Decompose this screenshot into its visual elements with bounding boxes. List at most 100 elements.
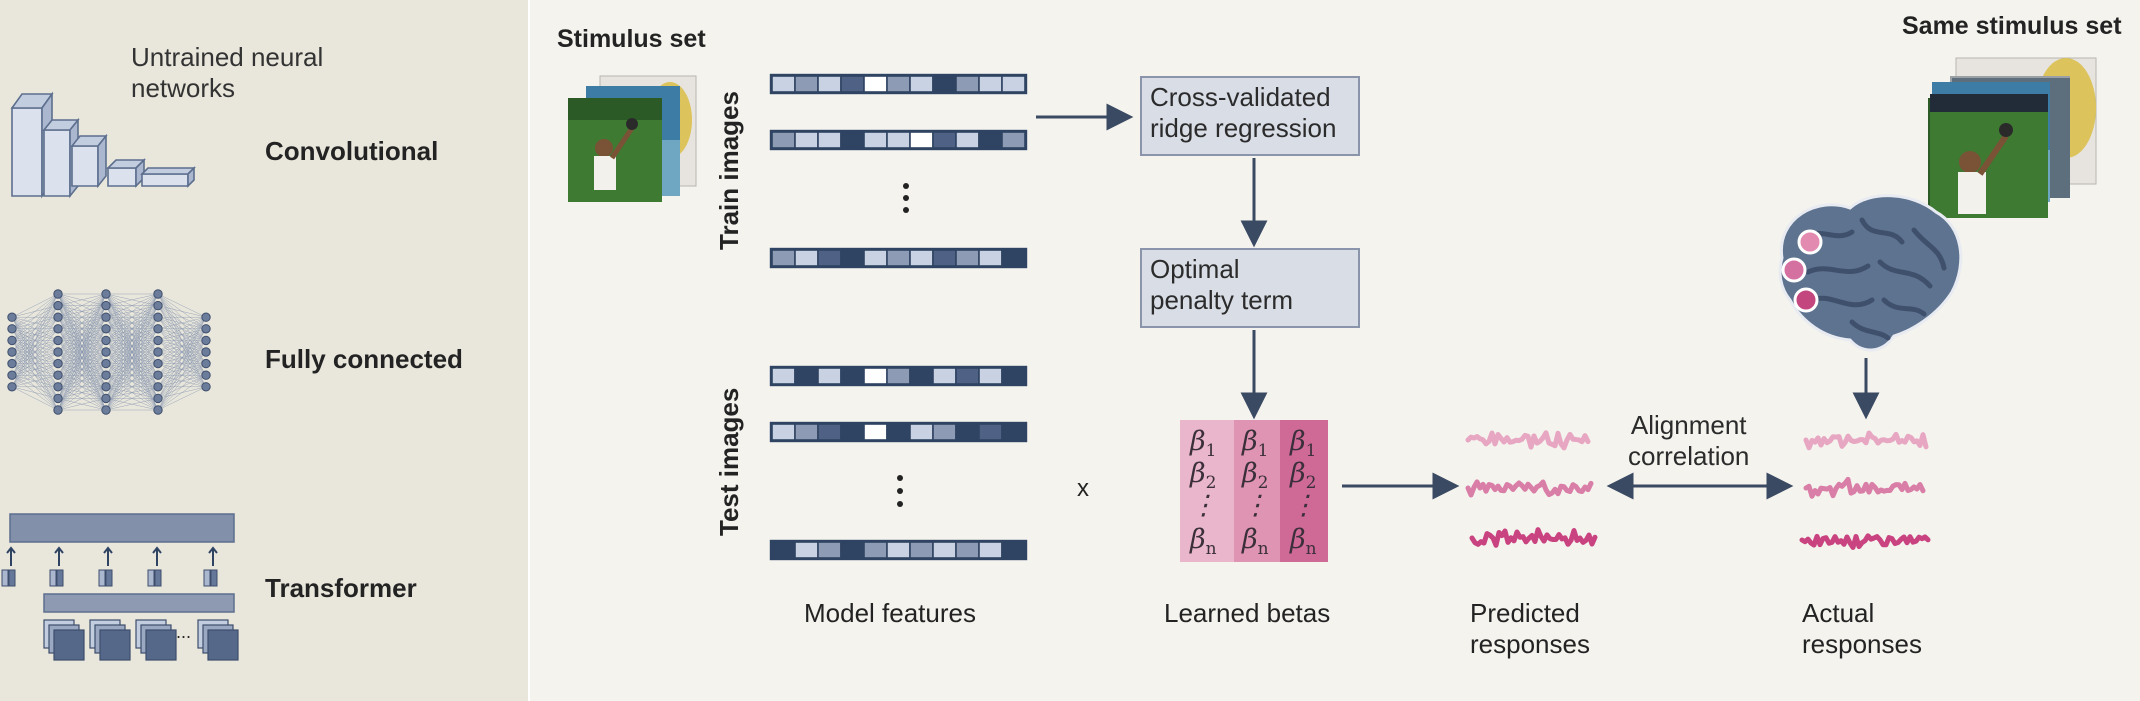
actual-line-1: Actual xyxy=(1802,598,1875,628)
network-node xyxy=(101,300,111,311)
convolutional-label: Convolutional xyxy=(265,136,439,166)
network-node xyxy=(53,312,63,322)
ridge-line-2: ridge regression xyxy=(1150,113,1337,143)
network-node xyxy=(153,382,163,392)
network-node xyxy=(153,370,163,380)
beta-symbol: βn xyxy=(1190,524,1217,559)
transformer-ellipsis: ... xyxy=(176,622,192,642)
penalty-line-1: Optimal xyxy=(1150,254,1240,284)
network-node xyxy=(7,312,17,322)
train-images-label: Train images xyxy=(714,91,744,250)
predicted-line-1: Predicted xyxy=(1470,598,1580,628)
same-stimulus-images xyxy=(1928,57,2097,218)
electrode-icon xyxy=(1781,229,1823,313)
network-node xyxy=(53,335,63,346)
response-trace xyxy=(1799,533,1931,550)
response-trace xyxy=(1469,527,1598,548)
network-node xyxy=(101,382,111,392)
response-trace xyxy=(1803,476,1926,499)
brain-icon xyxy=(1778,194,1963,352)
actual-line-2: responses xyxy=(1802,629,1922,659)
response-traces xyxy=(1465,430,1931,550)
feature-vectors xyxy=(769,73,1028,561)
response-trace xyxy=(1465,430,1591,451)
network-node xyxy=(7,347,17,357)
untrained-networks-heading: Untrained neural networks xyxy=(131,42,323,104)
alignment-correlation-label: Alignment correlation xyxy=(1628,410,1749,472)
transformer-icon xyxy=(1,513,239,661)
network-node xyxy=(7,370,17,380)
network-node xyxy=(201,358,211,369)
beta-symbol: β1 xyxy=(1242,426,1269,461)
learned-betas-caption: Learned betas xyxy=(1164,598,1331,628)
convolutional-icon xyxy=(10,91,196,199)
alignment-line-1: Alignment xyxy=(1630,410,1747,440)
network-node xyxy=(53,358,63,369)
feature-vector xyxy=(769,129,1028,151)
network-node xyxy=(201,347,211,357)
network-node xyxy=(201,370,211,380)
feature-vector xyxy=(769,539,1028,561)
ridge-regression-box: Cross-validated ridge regression xyxy=(1140,76,1360,156)
penalty-line-2: penalty term xyxy=(1150,285,1294,315)
network-node xyxy=(153,405,163,415)
beta-symbol: β2 xyxy=(1190,458,1217,493)
penalty-term-box: Optimal penalty term xyxy=(1140,248,1360,328)
beta-symbol: βn xyxy=(1242,524,1269,559)
network-node xyxy=(201,324,211,334)
beta-symbol: ⋮ xyxy=(1190,490,1217,521)
transformer-label: Transformer xyxy=(265,573,417,603)
predicted-responses-caption: Predicted responses xyxy=(1470,598,1590,660)
beta-symbol: ⋮ xyxy=(1290,490,1317,521)
network-node xyxy=(101,370,111,380)
network-node xyxy=(53,382,63,392)
predicted-line-2: responses xyxy=(1470,629,1590,659)
feature-vector xyxy=(769,421,1028,443)
beta-symbol: β2 xyxy=(1242,458,1269,493)
network-node xyxy=(101,405,111,415)
network-node xyxy=(7,324,17,334)
network-node xyxy=(53,393,63,404)
network-node xyxy=(101,289,111,299)
alignment-line-2: correlation xyxy=(1628,441,1750,471)
network-node xyxy=(101,324,111,334)
network-node xyxy=(101,347,111,357)
beta-symbol: ⋮ xyxy=(1242,490,1269,521)
network-node xyxy=(153,347,163,357)
actual-responses-caption: Actual responses xyxy=(1802,598,1922,660)
network-node xyxy=(53,289,63,299)
stimulus-images xyxy=(568,75,697,202)
fully-connected-icon xyxy=(7,289,211,415)
stimulus-set-label: Stimulus set xyxy=(557,25,706,53)
network-node xyxy=(7,358,17,369)
network-node xyxy=(101,312,111,322)
same-stimulus-set-label: Same stimulus set xyxy=(1902,12,2122,40)
network-node xyxy=(53,370,63,380)
network-node xyxy=(53,300,63,311)
network-node xyxy=(153,312,163,322)
test-images-label: Test images xyxy=(714,387,744,536)
beta-symbol: β1 xyxy=(1290,426,1317,461)
network-node xyxy=(201,312,211,322)
response-trace xyxy=(1465,479,1594,498)
network-node xyxy=(53,347,63,357)
network-node xyxy=(7,382,17,392)
fully-connected-label: Fully connected xyxy=(265,344,463,374)
network-node xyxy=(153,335,163,346)
panel-divider xyxy=(528,0,530,701)
network-node xyxy=(53,405,63,415)
betas-block xyxy=(1180,420,1328,562)
network-node xyxy=(101,358,111,369)
network-node xyxy=(153,393,163,404)
multiply-sign: x xyxy=(1077,475,1089,502)
network-node xyxy=(7,335,17,346)
network-node xyxy=(201,382,211,392)
ridge-line-1: Cross-validated xyxy=(1150,82,1331,112)
train-ellipsis xyxy=(903,183,909,213)
heading-line-1: Untrained neural xyxy=(131,42,324,72)
network-node xyxy=(101,335,111,346)
beta-symbol: β2 xyxy=(1290,458,1317,493)
network-node xyxy=(101,393,111,404)
